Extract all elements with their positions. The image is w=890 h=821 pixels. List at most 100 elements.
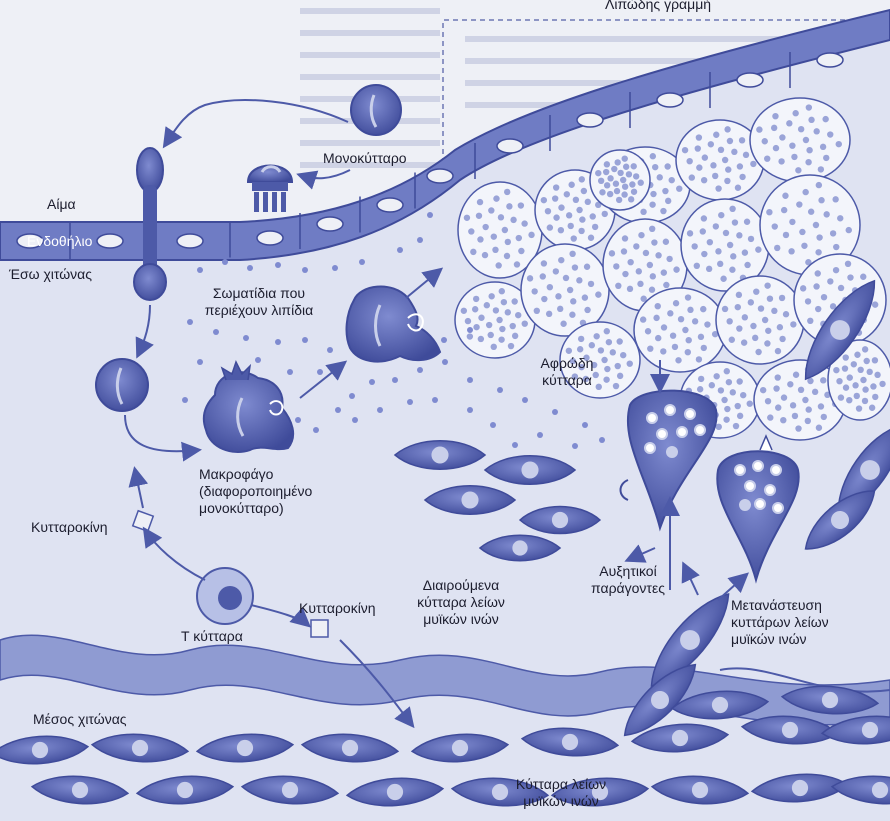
lipid-particle (317, 369, 323, 375)
lipid-droplet (682, 147, 688, 153)
lipid-particle (243, 335, 249, 341)
lipid-droplet (775, 374, 781, 380)
lipid-droplet (815, 270, 821, 276)
lipid-droplet (724, 368, 730, 374)
lipid-droplet (685, 349, 691, 355)
lipid-particle (197, 267, 203, 273)
lipid-droplet (818, 197, 824, 203)
lipid-particle (247, 265, 253, 271)
lipid-particle (467, 377, 473, 383)
lipid-droplet (869, 405, 875, 411)
lipid-droplet (787, 381, 793, 387)
lipid-droplet (629, 181, 635, 187)
lipid-droplet (493, 307, 499, 313)
lipid-droplet (645, 328, 651, 334)
lipid-droplet (736, 232, 742, 238)
lipid-droplet (762, 138, 768, 144)
lipid-droplet (626, 171, 632, 177)
lipid-droplet (610, 349, 616, 355)
lipid-droplet (622, 271, 628, 277)
lipid-droplet (727, 138, 733, 144)
lipid-droplet (706, 266, 712, 272)
lipid-droplet (764, 340, 770, 346)
lipid-particles-label-2: περιέχουν λιπίδια (174, 302, 344, 319)
lipid-droplet (748, 236, 754, 242)
lipid-droplet (862, 386, 868, 392)
lipid-droplet (571, 235, 577, 241)
lipid-droplet (631, 163, 637, 169)
lipid-droplet (781, 207, 787, 213)
lipid-droplet (833, 244, 839, 250)
lipid-droplet (773, 385, 779, 391)
lipid-droplet (783, 311, 789, 317)
lipid-droplet (662, 188, 668, 194)
lipid-particle (197, 359, 203, 365)
lipid-droplet (836, 141, 842, 147)
lipid-droplet (707, 239, 713, 245)
lipid-droplet (729, 267, 735, 273)
lipid-droplet (495, 262, 501, 268)
lipid-droplet (792, 413, 798, 419)
lipid-droplet (687, 307, 693, 313)
lipid-droplet (775, 404, 781, 410)
lipid-droplet (701, 251, 707, 257)
lipid-droplet (627, 286, 633, 292)
lipid-droplet (818, 166, 824, 172)
lipid-droplet (730, 253, 736, 259)
lipid-droplet (672, 344, 678, 350)
lipid-droplet (566, 348, 572, 354)
lipid-droplet (613, 181, 619, 187)
monocyte-intima-icon (96, 359, 148, 411)
lipid-droplet (664, 163, 670, 169)
lipid-droplet (816, 425, 822, 431)
lipid-particle (522, 397, 528, 403)
lipid-droplet (755, 349, 761, 355)
lipid-droplet (813, 128, 819, 134)
migration-label-2: κυττάρων λείων (731, 614, 829, 631)
lipid-droplet (866, 369, 872, 375)
lipid-droplet (577, 346, 583, 352)
lipid-droplet (765, 398, 771, 404)
lipid-droplet (713, 223, 719, 229)
lipid-droplet (862, 346, 868, 352)
lipid-droplet (793, 372, 799, 378)
lipid-droplet (592, 224, 598, 230)
lipid-droplet (748, 299, 754, 305)
lipid-droplet (806, 406, 812, 412)
lipid-droplet (830, 230, 836, 236)
lipid-droplet (833, 367, 839, 373)
lipid-droplet (796, 201, 802, 207)
lipid-droplet (818, 403, 824, 409)
lipid-droplet (504, 253, 510, 259)
lipid-droplet (737, 163, 743, 169)
lipid-droplet (755, 246, 761, 252)
lipid-droplet (782, 193, 788, 199)
endothelial-nucleus (817, 53, 843, 67)
lipid-droplet (808, 117, 814, 123)
lipid-droplet (788, 248, 794, 254)
lipid-droplet (655, 252, 661, 258)
lipid-droplet (852, 382, 858, 388)
lipid-droplet (795, 425, 801, 431)
lipid-droplet (636, 268, 642, 274)
lipid-droplet (534, 308, 540, 314)
lipid-droplet (725, 166, 731, 172)
endothelial-nucleus (657, 93, 683, 107)
lipid-droplet (692, 318, 698, 324)
lipid-droplet (568, 223, 574, 229)
lipid-droplet (816, 234, 822, 240)
lipid-droplet (694, 263, 700, 269)
lipid-droplet (607, 191, 613, 197)
endothelium-label: Ενδοθήλιο (27, 233, 92, 250)
lipid-droplet (650, 273, 656, 279)
cytokine-left-label: Κυτταροκίνη (31, 519, 108, 536)
lipid-droplet (557, 306, 563, 312)
lipid-droplet (604, 182, 610, 188)
lipid-droplet (655, 303, 661, 309)
lipid-droplet (522, 320, 528, 326)
lipid-droplet (660, 208, 666, 214)
endothelial-nucleus (97, 234, 123, 248)
lipid-particle (442, 359, 448, 365)
lipid-particle (427, 212, 433, 218)
lipid-droplet (822, 116, 828, 122)
